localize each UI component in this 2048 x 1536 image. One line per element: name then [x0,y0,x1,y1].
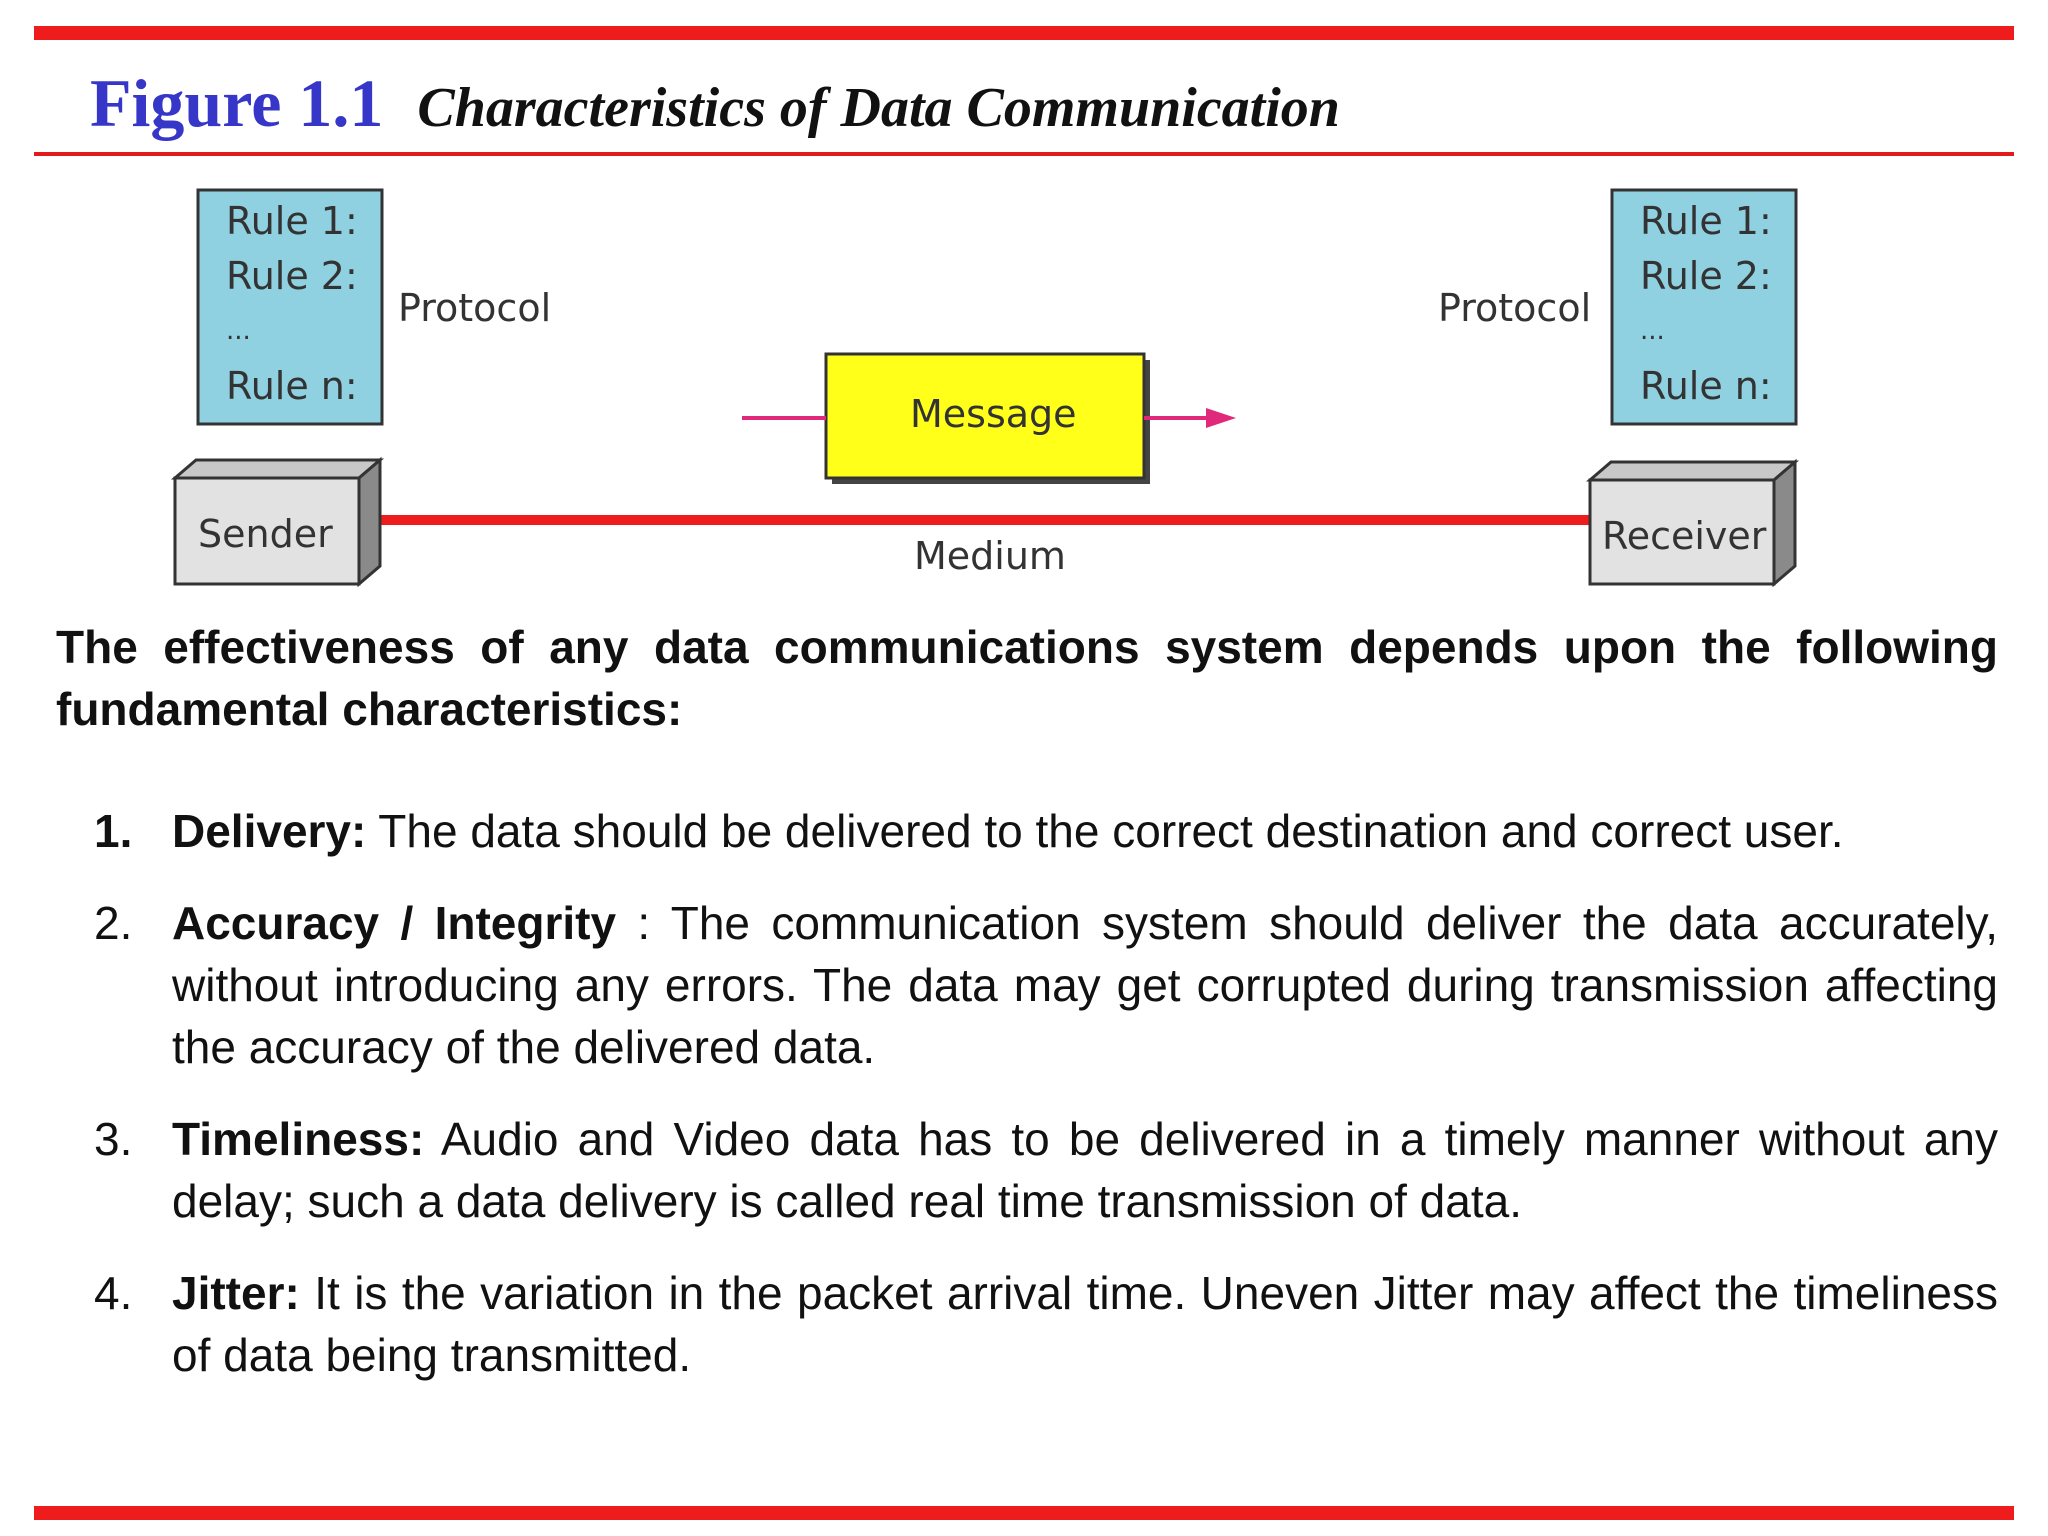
diagram-graphic [170,188,1800,588]
characteristics-list: 1. Delivery: The data should be delivered… [56,800,1998,1416]
sender-box-front [173,476,361,586]
top-border [34,26,2014,40]
bottom-border [34,1506,2014,1520]
item-number: 2. [94,897,133,949]
message-arrow-head [1206,408,1236,428]
item-text: The data should be delivered to the corr… [366,805,1844,857]
list-item: 1. Delivery: The data should be delivered… [56,800,1998,862]
receiver-label: Receiver [1602,514,1767,558]
message-box [824,352,1146,480]
item-term: Delivery: [172,805,367,857]
sender-protocol-label: Protocol [398,286,552,330]
sender-box-top [170,458,385,480]
list-item: 3. Timeliness: Audio and Video data has t… [56,1108,1998,1232]
rule-line: Rule 1: [1640,199,1772,243]
medium-label: Medium [914,534,1066,578]
receiver-box-top [1585,460,1800,482]
rule-line: Rule 1: [226,199,358,243]
rule-line: Rule n: [226,364,358,408]
figure-label: Figure 1.1 [90,65,384,141]
item-text: : The communication system should delive… [172,897,1999,1073]
rule-line: Rule 2: [1640,254,1772,298]
list-item: 4. Jitter: It is the variation in the pac… [56,1262,1998,1386]
sender-rules-list: Rule 1: Rule 2: ... Rule n: [226,194,358,414]
list-item: 2. Accuracy / Integrity : The communicati… [56,892,1998,1078]
receiver-box-front [1588,478,1776,586]
message-label: Message [910,392,1077,436]
receiver-box-side [1772,458,1797,588]
title-divider [34,152,2014,156]
sender-rules-box [196,188,384,426]
receiver-rules-list: Rule 1: Rule 2: ... Rule n: [1640,194,1772,414]
receiver-rules-box [1610,188,1798,426]
item-number: 3. [94,1113,133,1165]
item-term: Accuracy / Integrity [172,897,617,949]
communication-diagram: Rule 1: Rule 2: ... Rule n: Rule 1: Rule… [150,178,1830,598]
rule-line: Rule n: [1640,364,1772,408]
figure-caption: Characteristics of Data Communication [417,77,1340,139]
rule-line: Rule 2: [226,254,358,298]
figure-title: Figure 1.1 Characteristics of Data Commun… [90,64,1340,143]
rule-line: ... [1640,316,1665,346]
item-term: Timeliness: [172,1113,425,1165]
item-text: It is the variation in the packet arriva… [172,1267,1998,1381]
item-text: Audio and Video data has to be delivered… [172,1113,1998,1227]
sender-label: Sender [198,512,333,556]
sender-box-side [357,456,382,588]
item-number: 4. [94,1267,133,1319]
receiver-protocol-label: Protocol [1438,286,1592,330]
item-number: 1. [94,805,133,857]
rule-line: ... [226,316,251,346]
intro-paragraph: The effectiveness of any data communicat… [56,621,1998,735]
item-term: Jitter: [172,1267,300,1319]
